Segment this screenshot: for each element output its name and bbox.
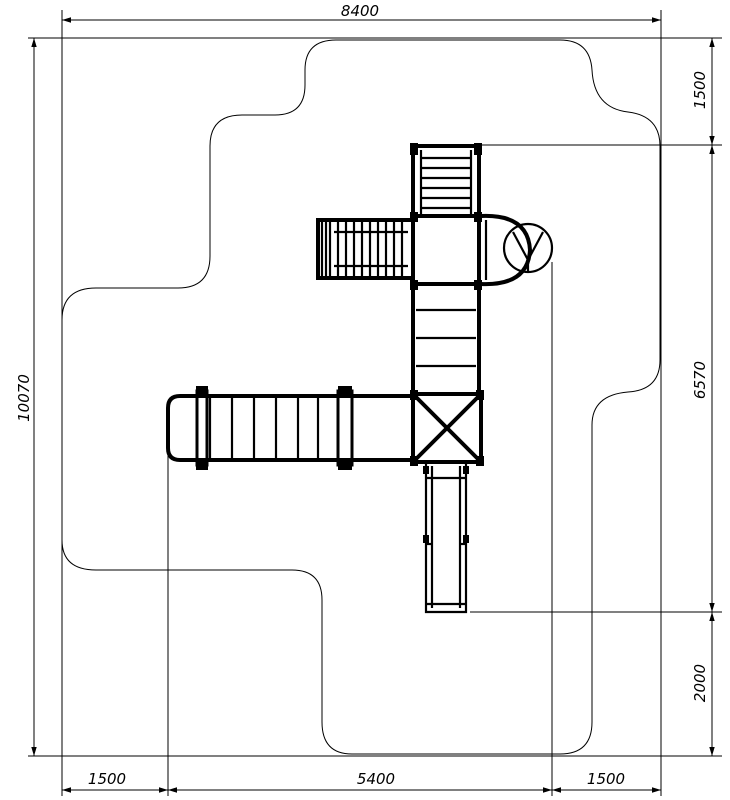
dim-bottom-middle: 5400 bbox=[357, 770, 395, 788]
dim-right-middle: 6570 bbox=[691, 361, 709, 399]
dim-right-top: 1500 bbox=[691, 71, 709, 109]
dim-top-width: 8400 bbox=[341, 2, 379, 20]
play-structure bbox=[166, 143, 554, 614]
extension-lines bbox=[28, 10, 722, 796]
upper-platform bbox=[410, 212, 482, 290]
steering-wheel-panel bbox=[480, 213, 554, 287]
horizontal-walkway bbox=[166, 386, 415, 470]
top-ladder bbox=[410, 143, 482, 218]
side-steps bbox=[316, 218, 415, 280]
slide bbox=[423, 460, 469, 614]
dim-left-height: 10070 bbox=[15, 374, 33, 422]
lower-platform bbox=[410, 390, 484, 466]
dim-right-bottom: 2000 bbox=[691, 664, 709, 702]
dim-bottom-left: 1500 bbox=[88, 770, 126, 788]
safety-zone-outline bbox=[61, 39, 661, 755]
dimension-lines bbox=[31, 17, 715, 793]
dim-bottom-right: 1500 bbox=[587, 770, 625, 788]
bridge bbox=[411, 282, 481, 396]
